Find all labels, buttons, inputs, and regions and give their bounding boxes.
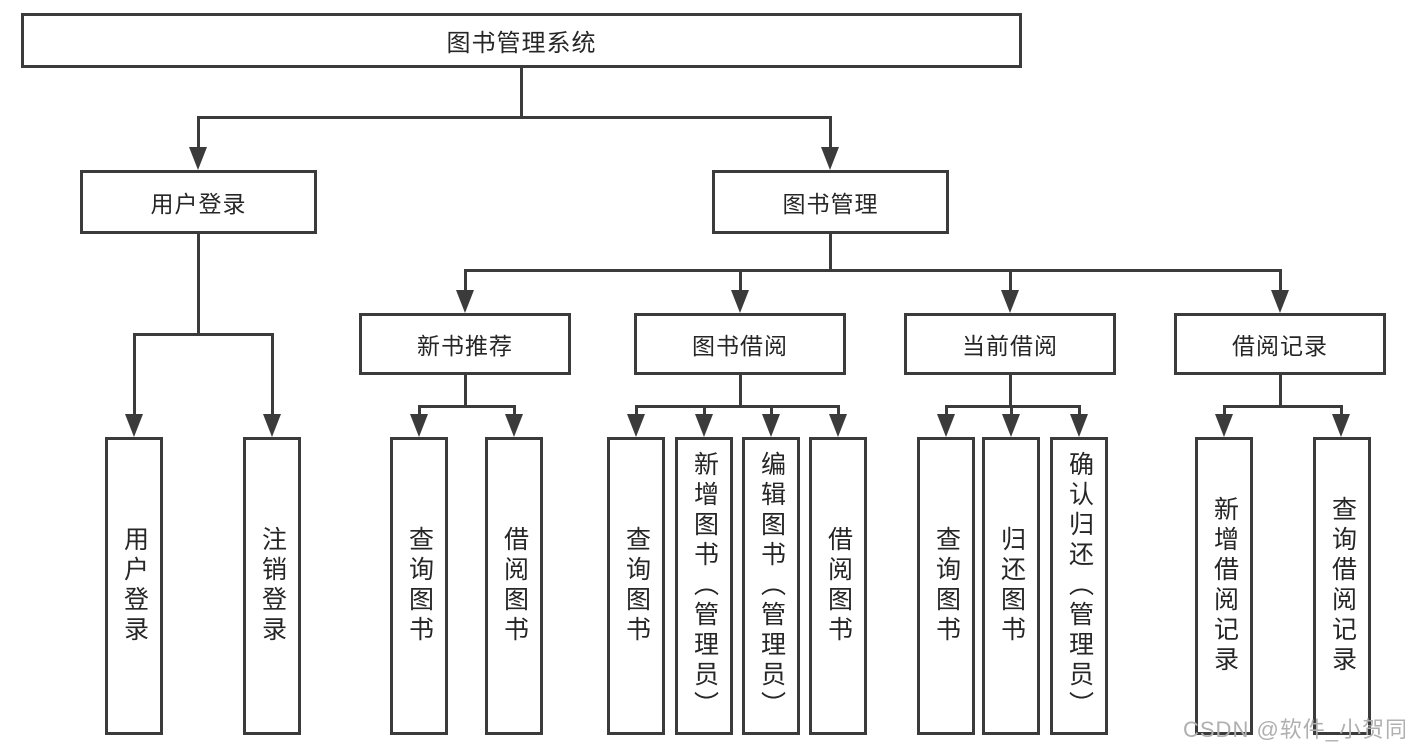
connector-split [945, 405, 1081, 408]
connector-userlogin-split [133, 333, 274, 336]
connector-userlogin-stem [197, 234, 200, 336]
node-borrow-records: 借阅记录 [1174, 313, 1386, 375]
connector-shaft [513, 405, 516, 419]
leaf-query-book: 查询图书 [607, 437, 665, 735]
arrow-down-icon [937, 414, 955, 437]
connector-split [1223, 405, 1343, 408]
arrow-down-icon [505, 414, 523, 437]
leaf-return-book: 归还图书 [982, 437, 1040, 735]
leaf-user-login: 用户登录 [105, 437, 163, 735]
leaf-confirm-return-admin: 确认归还（管理员） [1050, 437, 1108, 735]
connector-shaft [1078, 405, 1081, 419]
connector-split [635, 405, 840, 408]
leaf-query-book: 查询图书 [917, 437, 975, 735]
csdn-watermark: CSDN @软件_小贺同学 [1183, 717, 1405, 742]
connector-shaft [1340, 405, 1343, 419]
node-library-system: 图书管理系统 [21, 13, 1022, 68]
connector-shaft [1279, 269, 1282, 294]
arrow-down-icon [762, 414, 780, 437]
connector-stem [464, 375, 467, 408]
node-current-borrow: 当前借阅 [904, 313, 1116, 375]
connector-stem [1009, 375, 1012, 408]
arrow-down-icon [1271, 290, 1289, 313]
arrow-down-icon [829, 414, 847, 437]
leaf-edit-book-admin: 编辑图书（管理员） [742, 437, 800, 735]
arrow-down-icon [695, 414, 713, 437]
connector-shaft [945, 405, 948, 419]
connector-shaft [418, 405, 421, 419]
connector-shaft [770, 405, 773, 419]
connector-shaft [739, 269, 742, 294]
connector-stem [739, 375, 742, 408]
leaf-borrow-book: 借阅图书 [485, 437, 543, 735]
arrow-down-icon [189, 147, 207, 170]
leaf-query-book: 查询图书 [390, 437, 448, 735]
connector-shaft [197, 116, 200, 152]
leaf-add-book-admin: 新增图书（管理员） [675, 437, 733, 735]
connector-split [418, 405, 515, 408]
arrow-down-icon [263, 414, 281, 437]
arrow-down-icon [456, 290, 474, 313]
connector-root-stem [520, 68, 523, 118]
node-new-book-recommend: 新书推荐 [359, 313, 571, 375]
connector-shaft [829, 116, 832, 152]
leaf-logout: 注销登录 [243, 437, 301, 735]
connector-shaft [703, 405, 706, 419]
node-user-login: 用户登录 [80, 170, 317, 234]
arrow-down-icon [627, 414, 645, 437]
node-book-borrow: 图书借阅 [634, 313, 846, 375]
connector-root-split [197, 116, 831, 119]
arrow-down-icon [1332, 414, 1350, 437]
leaf-add-borrow-record: 新增借阅记录 [1195, 437, 1253, 735]
connector-shaft [133, 333, 136, 419]
leaf-borrow-book: 借阅图书 [809, 437, 867, 735]
connector-shaft [635, 405, 638, 419]
arrow-down-icon [410, 414, 428, 437]
arrow-down-icon [821, 147, 839, 170]
arrow-down-icon [731, 290, 749, 313]
connector-shaft [1009, 269, 1012, 294]
connector-shaft [837, 405, 840, 419]
connector-shaft [1010, 405, 1013, 419]
connector-stem [1279, 375, 1282, 408]
connector-shaft [1223, 405, 1226, 419]
arrow-down-icon [125, 414, 143, 437]
connector-bookmgmt-stem [829, 234, 832, 272]
connector-shaft [271, 333, 274, 419]
arrow-down-icon [1001, 290, 1019, 313]
arrow-down-icon [1002, 414, 1020, 437]
arrow-down-icon [1070, 414, 1088, 437]
connector-bookmgmt-split [464, 269, 1281, 272]
leaf-query-borrow-record: 查询借阅记录 [1313, 437, 1371, 735]
connector-shaft [464, 269, 467, 294]
node-book-management: 图书管理 [712, 170, 949, 234]
arrow-down-icon [1215, 414, 1233, 437]
